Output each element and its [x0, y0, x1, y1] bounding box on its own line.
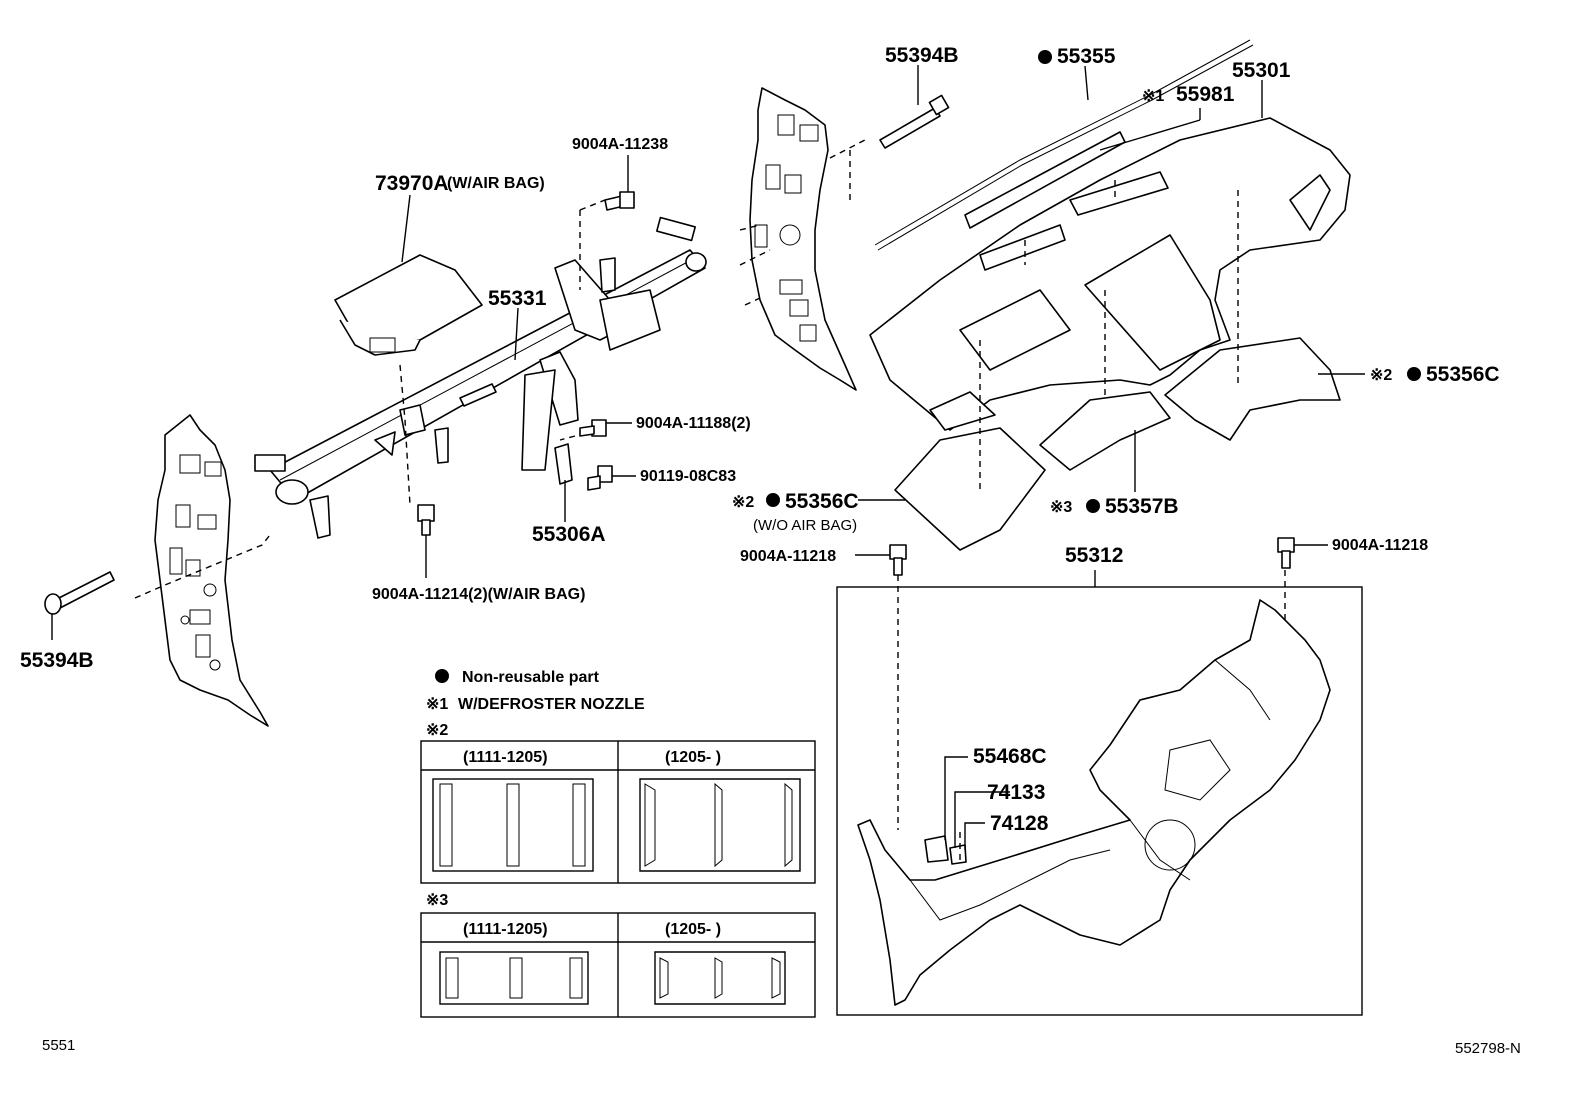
- label-73970A-note: (W/AIR BAG): [447, 175, 545, 192]
- right-side-bracket: [749, 87, 857, 391]
- label-55468C: 55468C: [973, 745, 1047, 768]
- silencer-pads: [894, 337, 1341, 551]
- label-74128: 74128: [990, 812, 1049, 835]
- legend-non-reusable: Non-reusable part: [462, 669, 600, 686]
- airbag-module: [334, 254, 483, 356]
- label-55306A: 55306A: [532, 523, 606, 546]
- label-73970A: 73970A: [375, 172, 449, 195]
- label-55356C-right-mark: ※2: [1370, 367, 1392, 384]
- label-55394B-bottom: 55394B: [20, 649, 94, 672]
- label-74133: 74133: [987, 781, 1045, 804]
- legend-note1: W/DEFROSTER NOZZLE: [458, 696, 645, 713]
- legend-note3-mark: ※3: [426, 892, 448, 909]
- legend-note2-mark: ※2: [426, 722, 448, 739]
- label-55312: 55312: [1065, 544, 1123, 567]
- label-9004A-11188: 9004A-11188(2): [636, 415, 751, 432]
- label-55356C-left-mark: ※2: [732, 494, 754, 511]
- label-55357B: 55357B: [1105, 495, 1179, 518]
- bolts: [44, 94, 1295, 615]
- assembly-lines: [134, 139, 1286, 860]
- label-55356C-right: 55356C: [1426, 363, 1500, 386]
- label-9004A-11238: 9004A-11238: [572, 136, 668, 153]
- label-9004A-11214: 9004A-11214(2)(W/AIR BAG): [372, 586, 585, 603]
- label-55981: 55981: [1176, 83, 1235, 106]
- label-9004A-11218-right: 9004A-11218: [1332, 537, 1428, 554]
- label-90119-08C83: 90119-08C83: [640, 468, 736, 485]
- callout-leaders: [51, 65, 1365, 850]
- table3-col2: (1205- ): [665, 921, 721, 938]
- non-reusable-marker-55356C-left: [766, 493, 780, 507]
- label-55357B-mark: ※3: [1050, 499, 1072, 516]
- table-note3: (1111-1205) (1205- ): [420, 912, 816, 1018]
- label-55356C-left: 55356C: [785, 490, 859, 513]
- label-55394B-top: 55394B: [885, 44, 959, 67]
- label-55356C-left-note: (W/O AIR BAG): [753, 517, 857, 534]
- label-55981-mark: ※1: [1142, 88, 1164, 105]
- non-reusable-legend-dot: [435, 669, 449, 683]
- lower-panel: [857, 599, 1331, 1006]
- non-reusable-marker-55355: [1038, 50, 1052, 64]
- label-55301: 55301: [1232, 59, 1291, 82]
- bracket-55306A: [554, 443, 573, 485]
- footer-left-code: 5551: [42, 1037, 75, 1054]
- lower-panel-box: [836, 586, 1363, 1016]
- label-55331: 55331: [488, 287, 547, 310]
- instrument-panel: [869, 39, 1351, 431]
- trim-strip-55355: [874, 39, 1251, 246]
- non-reusable-marker-55356C-right: [1407, 367, 1421, 381]
- legend-note1-mark: ※1: [426, 696, 448, 713]
- non-reusable-marker-55357B: [1086, 499, 1100, 513]
- label-55355: 55355: [1057, 45, 1116, 68]
- support-beam: [254, 216, 707, 539]
- part-labels: 55394B 55355 55301 ※1 55981 9004A-11238 …: [20, 44, 1500, 835]
- footer-right-code: 552798-N: [1455, 1040, 1521, 1057]
- table-note2: (1111-1205) (1205- ): [420, 740, 816, 884]
- table2-col2: (1205- ): [665, 749, 721, 766]
- legend: Non-reusable part ※1 W/DEFROSTER NOZZLE …: [420, 669, 816, 1018]
- table3-col1: (1111-1205): [463, 921, 548, 938]
- table2-col1: (1111-1205): [463, 749, 548, 766]
- label-9004A-11218-left: 9004A-11218: [740, 548, 836, 565]
- left-side-bracket: [154, 414, 269, 727]
